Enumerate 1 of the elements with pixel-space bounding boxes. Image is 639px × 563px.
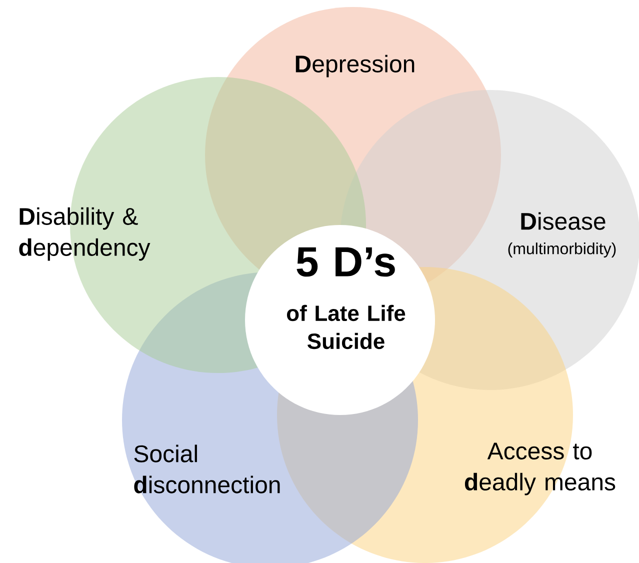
node-label: D d: [19, 208, 35, 256]
